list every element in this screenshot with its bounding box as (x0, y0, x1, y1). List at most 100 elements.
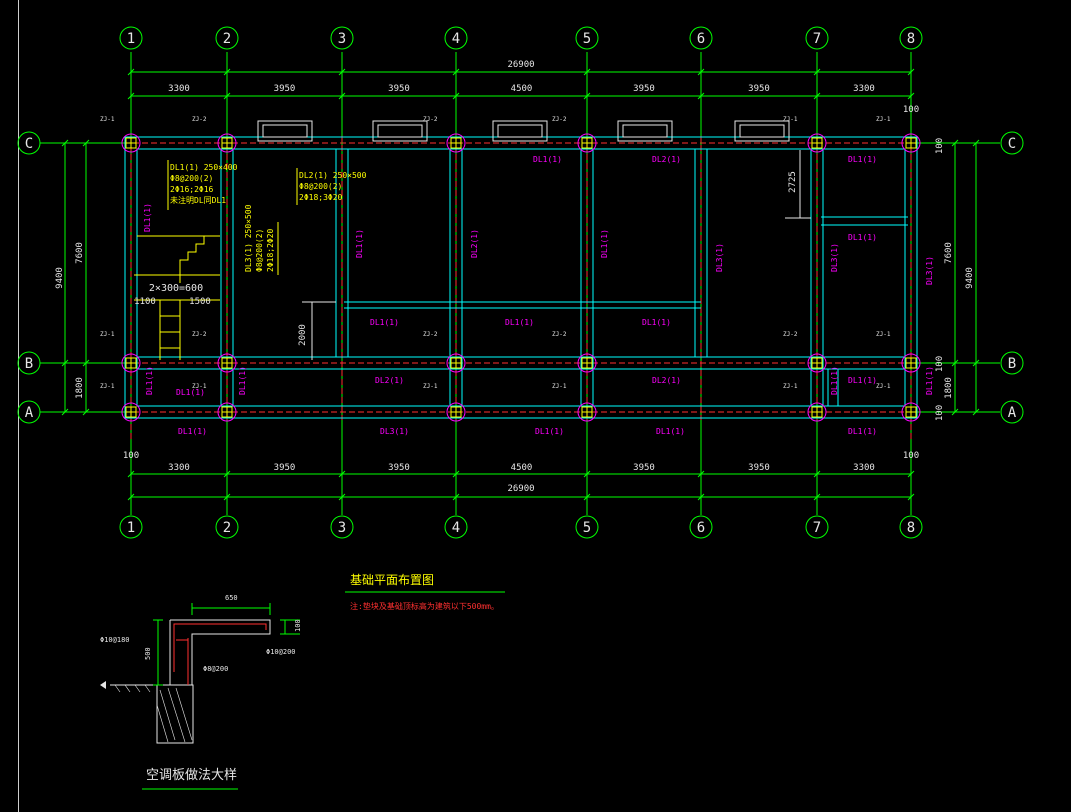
dim-span-top-7: 3300 (853, 84, 875, 94)
beam-tags: DL1(1) DL2(1) DL1(1) DL1(1) DL1(1) DL1(1) DL1(… (143, 155, 934, 436)
detail-rebar1: Φ10@180 (100, 636, 130, 644)
svg-text:8: 8 (907, 520, 915, 536)
dim-edge-b: 100 (935, 356, 945, 372)
dim-overall-top: 26900 (507, 60, 534, 70)
dim-aux-lines (302, 150, 811, 360)
dim-overall-bottom: 26900 (507, 484, 534, 494)
svg-text:4: 4 (452, 31, 460, 47)
svg-text:6: 6 (697, 31, 705, 47)
column-tag-13: ZJ-1 (100, 383, 115, 390)
dim-right-top: 7600 (944, 242, 954, 264)
beam-tag-22: DL3(1) (925, 256, 934, 285)
beam-tag-21: DL3(1) (830, 243, 839, 272)
dl1-spec-line1: DL1(1) 250×400 (170, 163, 238, 172)
svg-text:4: 4 (452, 520, 460, 536)
detail-title: 空调板做法大样 (146, 768, 237, 783)
dim-edge-right: 100 (903, 451, 919, 461)
detail-height: 500 (144, 647, 152, 660)
axis-bubble-top-6: 6 (689, 26, 713, 50)
column-tag-1: ZJ-1 (100, 116, 115, 123)
beam-tag-18: DL2(1) (470, 229, 479, 258)
beam-tag-17: DL1(1) (355, 229, 364, 258)
axis-bubbles-left: A B C (17, 131, 41, 424)
svg-text:A: A (1008, 405, 1017, 421)
beam-tag-23: DL1(1) (145, 366, 154, 395)
spec-leaders (167, 160, 298, 275)
svg-text:8: 8 (907, 31, 915, 47)
axis-bubble-top-4: 4 (444, 26, 468, 50)
detail-thick: 100 (294, 619, 302, 632)
dim-span-top-6: 3950 (748, 84, 770, 94)
dim-edge-a: 100 (935, 405, 945, 421)
column-tag-9: ZJ-2 (423, 331, 438, 338)
dl2-spec-line1: DL2(1) 250×500 (299, 171, 367, 180)
axis-bubbles-right: A B C (1000, 131, 1024, 424)
dim-1500: 1500 (189, 297, 211, 307)
axis-bubble-top-8: 8 (899, 26, 923, 50)
beam-tag-27: DL1(1) (925, 366, 934, 395)
beam-tag-7: DL1(1) (642, 318, 671, 327)
beam-tag-12: DL3(1) (380, 427, 409, 436)
dim-right-bottom: 1800 (944, 377, 954, 399)
dim-span-bottom-1: 3300 (168, 463, 190, 473)
column-tag-6: ZJ-1 (876, 116, 891, 123)
dim-span-bottom-4: 4500 (511, 463, 533, 473)
svg-text:C: C (1008, 136, 1016, 152)
column-tag-7: ZJ-1 (100, 331, 115, 338)
beam-tag-4: DL1(1) (848, 233, 877, 242)
dim-span-bottom-7: 3300 (853, 463, 875, 473)
beam-tag-9: DL2(1) (652, 376, 681, 385)
axis-bubble-bottom-5: 5 (575, 515, 599, 539)
beam-tag-25: DL1(1) (238, 366, 247, 395)
column-tag-11: ZJ-2 (783, 331, 798, 338)
svg-text:B: B (1008, 356, 1016, 372)
column-tag-17: ZJ-1 (783, 383, 798, 390)
dim-left-bottom: 1800 (75, 377, 85, 399)
axis-bubble-bottom-1: 1 (119, 515, 143, 539)
dl1-spec-line2: Φ8@200(2) (170, 174, 213, 183)
svg-text:B: B (25, 356, 33, 372)
beam-tag-26: DL1(1) (830, 366, 839, 395)
dl3-spec-line1: DL3(1) 250×500 (244, 204, 253, 272)
beam-tag-20: DL3(1) (715, 243, 724, 272)
dl2-spec-line2: Φ8@200(2) (299, 182, 342, 191)
detail-rebar2: Φ8@200 (203, 665, 228, 673)
beam-tag-3: DL1(1) (848, 155, 877, 164)
axis-bubble-bottom-8: 8 (899, 515, 923, 539)
dim-left-top: 7600 (75, 242, 85, 264)
axis-bubble-left-A: A (17, 400, 41, 424)
beam-tag-19: DL1(1) (600, 229, 609, 258)
axis-bubble-left-C: C (17, 131, 41, 155)
beam-tag-14: DL1(1) (656, 427, 685, 436)
column-tag-5: ZJ-1 (783, 116, 798, 123)
column-tag-3: ZJ-2 (423, 116, 438, 123)
axis-bubble-top-5: 5 (575, 26, 599, 50)
dim-left-total: 9400 (55, 267, 65, 289)
detail-title-block: 空调板做法大样 (142, 768, 238, 790)
beam-tag-11: DL1(1) (178, 427, 207, 436)
dim-span-bottom-5: 3950 (633, 463, 655, 473)
beam-centrelines (124, 136, 918, 440)
axis-bubble-left-B: B (17, 351, 41, 375)
axis-bubble-bottom-6: 6 (689, 515, 713, 539)
svg-text:6: 6 (697, 520, 705, 536)
svg-text:2: 2 (223, 520, 231, 536)
svg-text:1: 1 (127, 31, 135, 47)
svg-text:5: 5 (583, 31, 591, 47)
axis-bubble-bottom-3: 3 (330, 515, 354, 539)
dim-span-top-4: 4500 (511, 84, 533, 94)
dim-stair: 2×300=600 (149, 283, 203, 294)
dl2-spec-line3: 2Φ18;3Φ20 (299, 193, 343, 202)
dl3-spec-line2: Φ8@200(2) (255, 229, 264, 272)
ac-platforms (257, 120, 790, 142)
column-tag-10: ZJ-2 (552, 331, 567, 338)
dim-span-top-2: 3950 (274, 84, 296, 94)
dl3-spec-line3: 2Φ18;2Φ20 (266, 228, 275, 272)
ac-detail: 650 500 100 Φ10@180 Φ8@200 Φ10@200 (100, 594, 302, 744)
axis-bubble-top-2: 2 (215, 26, 239, 50)
column-tag-15: ZJ-1 (423, 383, 438, 390)
